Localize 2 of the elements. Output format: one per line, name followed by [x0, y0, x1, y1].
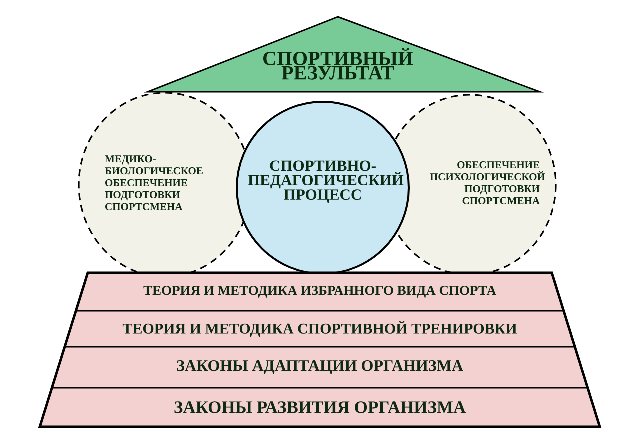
- foundation-band: ТЕОРИЯ И МЕТОДИКА ИЗБРАННОГО ВИДА СПОРТА: [75, 272, 565, 312]
- foundation-band: ЗАКОНЫ АДАПТАЦИИ ОРГАНИЗМА: [51, 346, 589, 389]
